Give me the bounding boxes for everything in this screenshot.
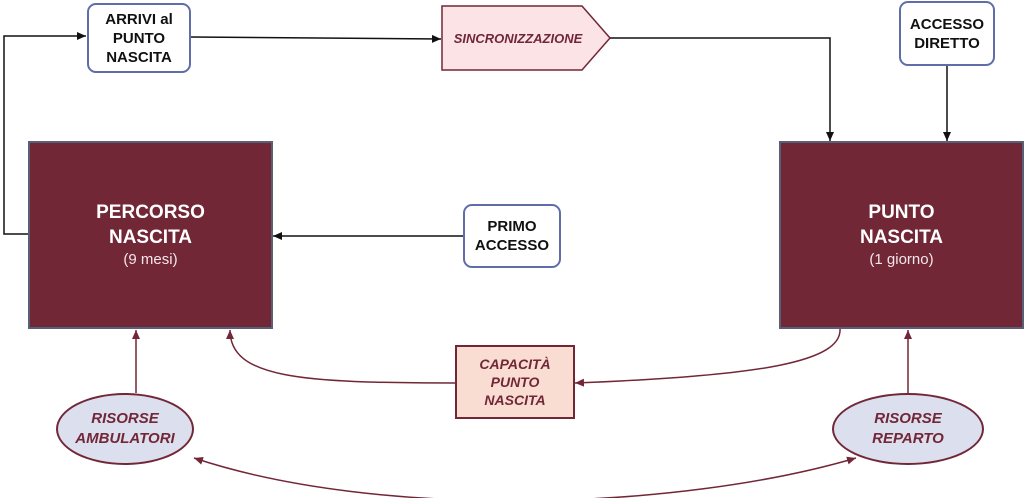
arrow-punto-to-capacita <box>574 327 841 387</box>
percorso-subtitle: (9 mesi) <box>123 251 178 268</box>
sync-shape <box>441 5 611 71</box>
punto-subtitle: (1 giorno) <box>869 251 934 268</box>
arrow-sync-to-punto <box>610 37 834 141</box>
risorse-ambulatori-line-2: AMBULATORI <box>75 430 175 447</box>
risorse-ambulatori-oval: RISORSE AMBULATORI <box>56 393 194 465</box>
capacita-line-3: NASCITA <box>484 392 546 408</box>
punto-title-line-2: NASCITA <box>859 227 944 248</box>
punto-title-line-1: PUNTO <box>868 202 935 223</box>
sync-label-box: SINCRONIZZAZIONE <box>442 6 594 70</box>
arrivi-box: ARRIVI al PUNTO NASCITA <box>87 3 191 73</box>
risorse-reparto-line-2: REPARTO <box>872 430 944 447</box>
capacita-line-1: CAPACITÀ <box>479 356 551 372</box>
arrivi-line-2: PUNTO <box>112 29 166 47</box>
arrow-capacita-to-percorso <box>226 329 456 384</box>
accesso-diretto-box: ACCESSO DIRETTO <box>899 1 995 66</box>
percorso-nascita-box: PERCORSO NASCITA (9 mesi) <box>28 141 273 329</box>
risorse-reparto-oval: RISORSE REPARTO <box>832 393 984 465</box>
primo-accesso-line-2: ACCESSO <box>474 237 550 254</box>
arrivi-line-1: ARRIVI al <box>105 10 173 28</box>
risorse-reparto-line-1: RISORSE <box>874 410 942 427</box>
accesso-diretto-line-1: ACCESSO <box>909 15 985 33</box>
sync-label: SINCRONIZZAZIONE <box>453 30 583 46</box>
percorso-title-line-1: PERCORSO <box>96 202 205 223</box>
primo-accesso-box: PRIMO ACCESSO <box>463 204 561 268</box>
capacita-line-2: PUNTO <box>490 374 540 390</box>
punto-nascita-box: PUNTO NASCITA (1 giorno) <box>779 141 1024 329</box>
accesso-diretto-line-2: DIRETTO <box>914 34 980 52</box>
arrivi-line-3: NASCITA <box>106 48 172 66</box>
arrow-risorse-bidirectional <box>193 456 857 498</box>
arrow-percorso-to-arrivi <box>3 32 86 235</box>
primo-accesso-line-1: PRIMO <box>487 218 537 235</box>
capacita-box: CAPACITÀ PUNTO NASCITA <box>455 345 575 419</box>
risorse-ambulatori-line-1: RISORSE <box>91 410 159 427</box>
arrow-arrivi-to-sync <box>190 34 442 43</box>
percorso-title-line-2: NASCITA <box>108 227 193 248</box>
